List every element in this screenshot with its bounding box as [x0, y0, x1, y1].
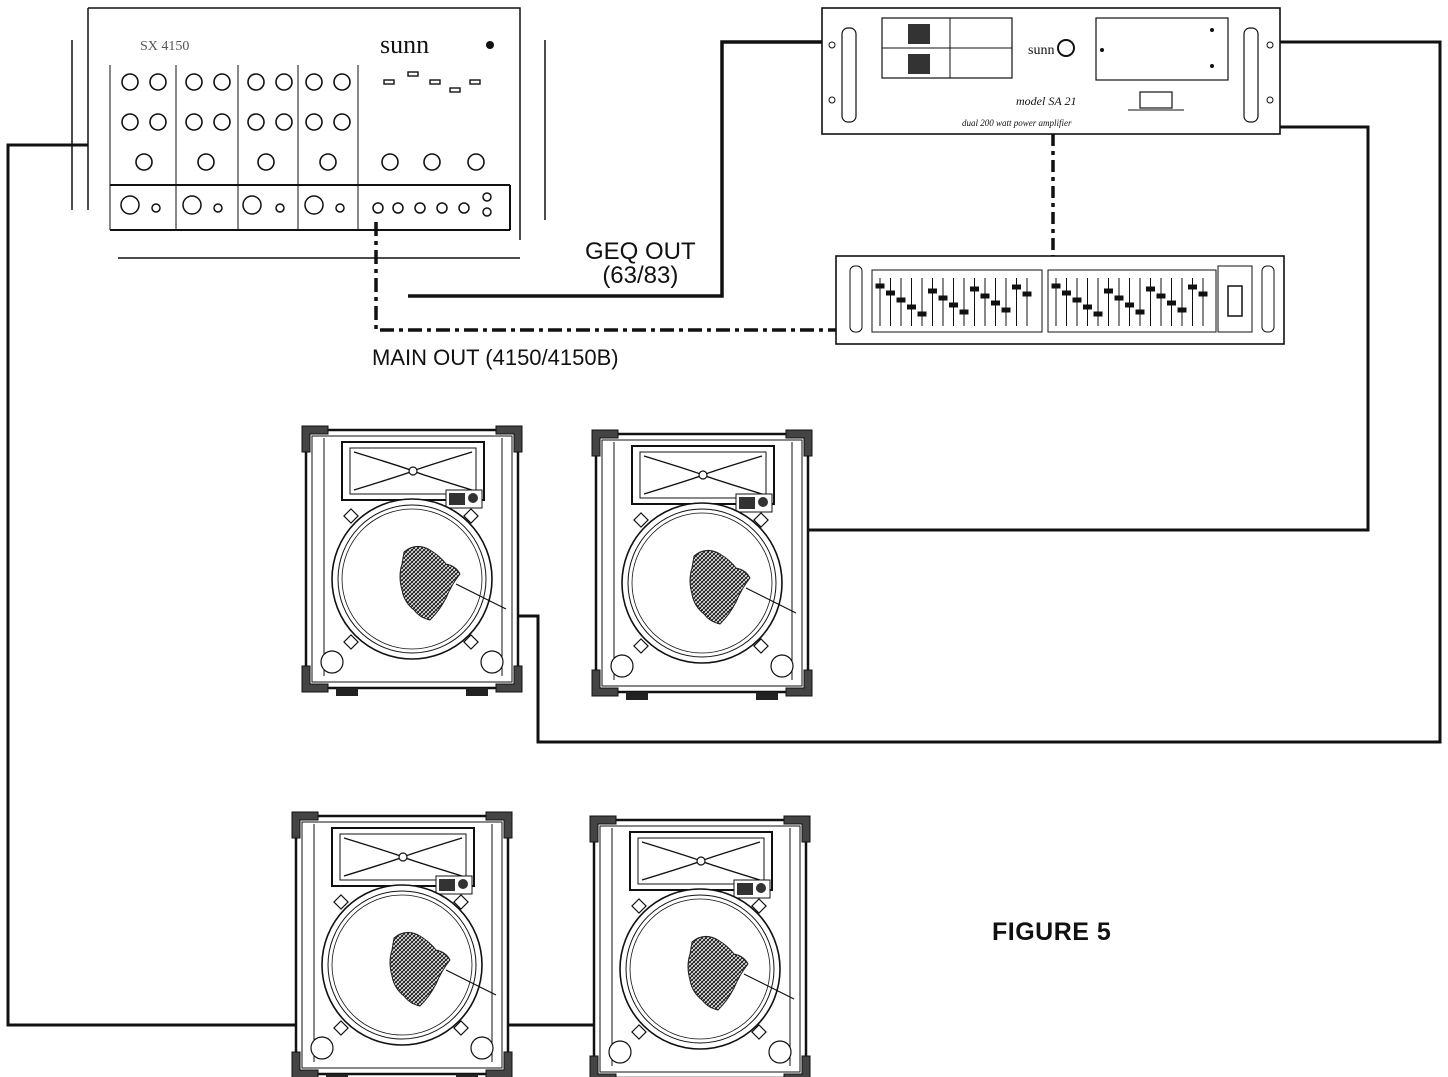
cable-geq-out [408, 40, 822, 298]
mixer-model-text: SX 4150 [140, 39, 189, 54]
geq-out-label: GEQ OUT (63/83) [585, 240, 696, 288]
geq-out-label-line1: GEQ OUT [585, 238, 696, 265]
cable-amp-second-output [798, 125, 1370, 532]
graphic-equalizer [835, 255, 1285, 345]
amp-caption-text: dual 200 watt power amplifier [962, 118, 1072, 128]
speaker-cabinet-top-right [590, 428, 814, 702]
main-out-label: MAIN OUT (4150/4150B) [372, 345, 619, 370]
amp-model-text: model SA 21 [1016, 94, 1076, 108]
cable-main-out [374, 222, 836, 332]
speaker-cabinet-bottom-left [290, 810, 514, 1077]
cable-left-loop [6, 143, 300, 1027]
power-amplifier: sunn model SA 21 dual 200 watt power amp… [821, 7, 1281, 135]
mixer-unit: SX 4150 sunn [71, 7, 546, 259]
geq-out-label-line2: (63/83) [602, 262, 679, 289]
mixer-logo-text: sunn [380, 30, 429, 59]
speaker-cabinet-bottom-right [588, 814, 812, 1077]
speaker-cabinet-top-left [300, 424, 524, 698]
amp-logo-text: sunn [1028, 43, 1054, 58]
cable-amp-right-loop [506, 40, 1442, 744]
figure-caption: FIGURE 5 [992, 918, 1112, 946]
